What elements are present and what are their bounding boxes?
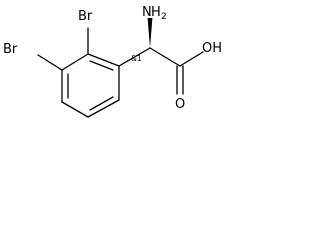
ring-inner-double-bond bbox=[89, 60, 114, 71]
bond-ring-alpha-carbon bbox=[118, 47, 151, 67]
ring-inner-double-bond bbox=[89, 96, 114, 111]
ring-bond-c1-c2 bbox=[87, 53, 120, 67]
bromine-label-c3: Br bbox=[3, 42, 18, 57]
amine-n-label: N bbox=[142, 5, 152, 20]
ring-bond-c4-c5 bbox=[61, 101, 89, 118]
structure-diagram: N H 2 &1 OH O Br Br bbox=[0, 0, 240, 133]
carbonyl-o-label: O bbox=[175, 97, 185, 112]
amine-h-label: H bbox=[151, 5, 161, 20]
ring-bond-c5-c6 bbox=[87, 99, 120, 118]
bond-c3-br bbox=[37, 54, 63, 71]
bond-carboxyl-oh bbox=[179, 51, 204, 67]
bond-alpha-carboxyl bbox=[149, 47, 181, 67]
carboxyl-oh-label: OH bbox=[202, 41, 222, 56]
stereo-descriptor: &1 bbox=[131, 54, 142, 63]
molecule-drawing: N H 2 &1 OH O Br Br bbox=[3, 5, 222, 118]
bromine-label-c2: Br bbox=[78, 9, 93, 24]
amine-h-count: 2 bbox=[161, 12, 167, 22]
wedge-bond-alpha-nh2 bbox=[147, 18, 153, 48]
ring-bond-c2-c3 bbox=[61, 53, 89, 71]
